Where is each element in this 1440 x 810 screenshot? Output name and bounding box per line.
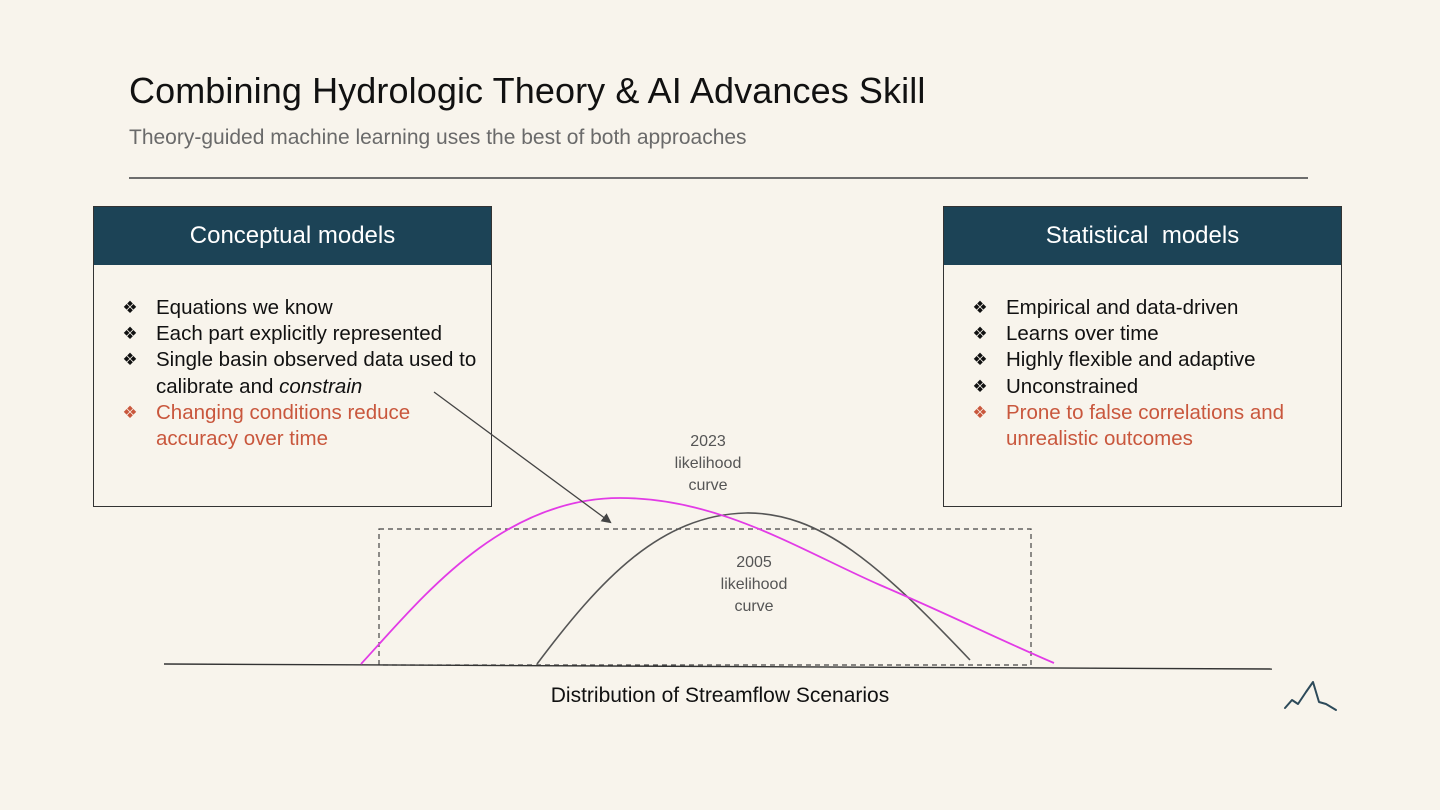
list-item-warning: ❖ Prone to false correlations and unreali… [970, 400, 1331, 452]
list-item-emphasis: constrain [279, 374, 363, 398]
diamond-bullet-icon: ❖ [122, 298, 138, 317]
slide-title: Combining Hydrologic Theory & AI Advance… [129, 70, 926, 111]
list-item-text: Highly flexible and adaptive [1006, 348, 1256, 372]
list-item: ❖ Single basin observed data used to cali… [120, 347, 481, 399]
conceptual-models-list: ❖ Equations we know ❖ Each part explicitly… [94, 265, 491, 452]
axis-label: Distribution of Streamflow Scenarios [550, 684, 890, 707]
list-item: ❖ Learns over time [970, 321, 1331, 347]
slide-subtitle: Theory-guided machine learning uses the … [129, 126, 747, 149]
label-line: 2023 [690, 433, 726, 450]
list-item-text: Learns over time [1006, 322, 1159, 346]
diamond-bullet-icon: ❖ [122, 402, 138, 422]
list-item-text: Single basin observed data used to calib… [156, 348, 477, 398]
conceptual-models-heading: Conceptual models [94, 207, 491, 265]
list-item: ❖ Equations we know [120, 295, 481, 321]
baseline-axis [163, 663, 1273, 670]
label-2005-curve: 2005 likelihood curve [694, 552, 814, 618]
label-line: curve [688, 477, 728, 494]
statistical-models-card: Statistical models ❖ Empirical and data-d… [943, 206, 1342, 507]
list-item-text: Equations we know [156, 296, 333, 319]
list-item-text: Each part explicitly represented [156, 322, 443, 346]
diamond-bullet-icon: ❖ [972, 350, 988, 370]
hydrograph-peak-icon [1284, 681, 1337, 711]
list-item: ❖ Highly flexible and adaptive [970, 347, 1331, 373]
list-item-warning: ❖ Changing conditions reduce accuracy ove… [120, 400, 481, 452]
diamond-bullet-icon: ❖ [972, 298, 988, 317]
diamond-bullet-icon: ❖ [972, 402, 988, 422]
list-item: ❖ Empirical and data-driven [970, 295, 1331, 321]
label-line: likelihood [674, 455, 742, 472]
statistical-models-heading: Statistical models [944, 207, 1341, 265]
label-line: 2005 [736, 554, 772, 571]
list-item-text: Unconstrained [1006, 374, 1139, 398]
diamond-bullet-icon: ❖ [122, 324, 138, 344]
title-divider [129, 177, 1308, 179]
diamond-bullet-icon: ❖ [972, 324, 988, 344]
list-item-text: Prone to false correlations and unrealis… [1006, 400, 1285, 451]
list-item: ❖ Each part explicitly represented [120, 321, 481, 347]
statistical-models-list: ❖ Empirical and data-driven ❖ Learns over … [944, 265, 1341, 452]
label-line: likelihood [720, 576, 788, 593]
conceptual-models-card: Conceptual models ❖ Equations we know ❖ Ea… [93, 206, 492, 507]
list-item-text: Empirical and data-driven [1006, 296, 1239, 319]
list-item: ❖ Unconstrained [970, 374, 1331, 400]
diamond-bullet-icon: ❖ [122, 350, 138, 370]
label-2023-curve: 2023 likelihood curve [648, 431, 768, 497]
diamond-bullet-icon: ❖ [972, 376, 988, 396]
label-line: curve [734, 598, 774, 615]
list-item-text: Changing conditions reduce accuracy over… [156, 400, 411, 451]
